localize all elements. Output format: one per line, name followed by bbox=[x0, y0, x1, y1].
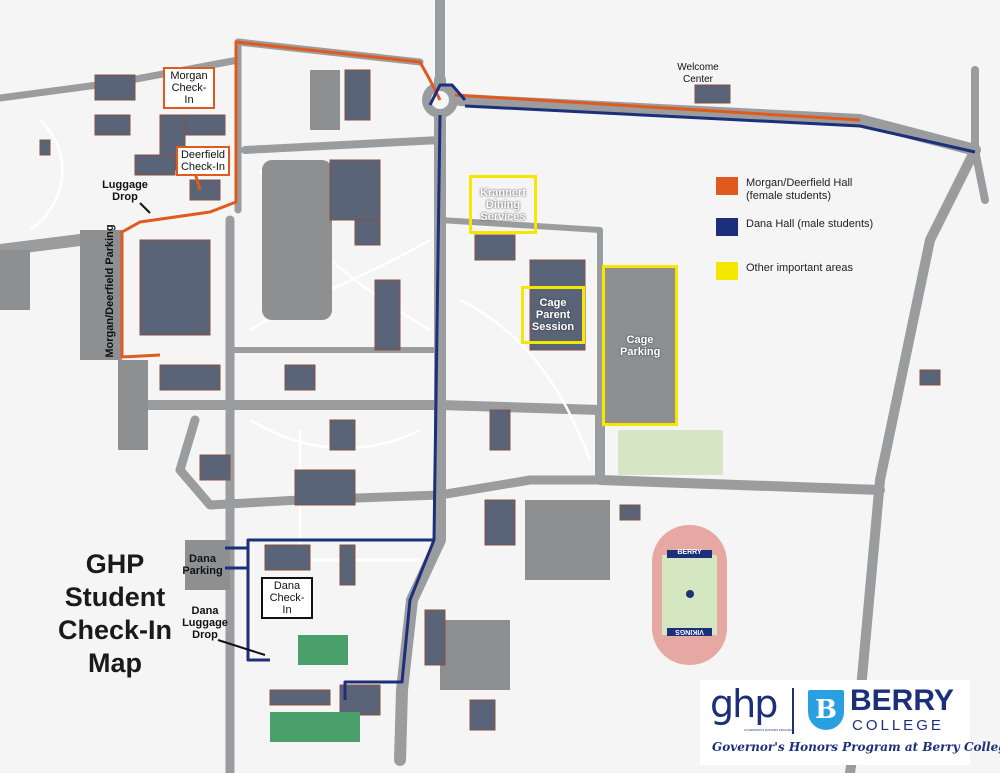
krannert-dining-area: Krannert Dining Services bbox=[469, 175, 537, 234]
dana-parking-label: Dana Parking bbox=[182, 553, 223, 577]
sports-fields bbox=[270, 430, 727, 742]
welcome-center-label: Welcome Center bbox=[677, 62, 719, 85]
title-line: Check-In bbox=[57, 615, 173, 645]
legend-item-dana: Dana Hall (male students) bbox=[716, 218, 873, 236]
berry-shield-icon: B bbox=[808, 690, 844, 730]
buildings bbox=[39, 69, 941, 731]
berry-wordmark: BERRY bbox=[850, 684, 954, 717]
legend-label: Morgan/Deerfield Hall (female students) bbox=[746, 177, 853, 202]
dana-checkin-label: Dana Check-In bbox=[261, 577, 313, 619]
map-title: GHP Student Check-In Map bbox=[50, 548, 180, 680]
krannert-label: Krannert Dining Services bbox=[480, 186, 526, 223]
legend-swatch bbox=[716, 218, 738, 236]
legend-label: Other important areas bbox=[746, 262, 853, 274]
title-line: Map bbox=[88, 648, 142, 678]
field-endzone-bottom: VIKINGS bbox=[675, 628, 704, 635]
logo-divider bbox=[792, 688, 794, 734]
deerfield-checkin-label: Deerfield Check-In bbox=[176, 146, 230, 176]
cage-parent-session-area: Cage Parent Session bbox=[521, 286, 585, 344]
cage-parking-label: Cage Parking bbox=[620, 333, 661, 358]
legend-swatch bbox=[716, 262, 738, 280]
title-line: GHP bbox=[85, 549, 145, 579]
field-endzone-top: BERRY bbox=[677, 549, 702, 556]
dana-luggage-drop-label: Dana Luggage Drop bbox=[182, 605, 228, 641]
ghp-wordmark: ghp bbox=[710, 682, 778, 726]
legend-item-morgan-deerfield: Morgan/Deerfield Hall (female students) bbox=[716, 177, 876, 203]
legend-swatch bbox=[716, 177, 738, 195]
cage-parking-area: Cage Parking bbox=[602, 265, 678, 426]
legend-label: Dana Hall (male students) bbox=[746, 218, 874, 230]
logo-tagline: Governor's Honors Program at Berry Colle… bbox=[712, 740, 1000, 754]
college-wordmark: COLLEGE bbox=[852, 717, 944, 734]
title-line: Student bbox=[64, 582, 166, 612]
ghp-berry-logo: ghp GOVERNOR'S HONORS PROGRAM B BERRY CO… bbox=[700, 680, 1000, 765]
luggage-drop-label: Luggage Drop bbox=[102, 179, 148, 203]
morgan-checkin-label: Morgan Check-In bbox=[163, 67, 215, 109]
morgan-deerfield-parking-label: Morgan/Deerfield Parking bbox=[104, 224, 116, 358]
pointer-lines bbox=[139, 202, 266, 656]
parking-lots bbox=[0, 70, 677, 690]
dana-route bbox=[225, 83, 976, 700]
ghp-subtitle: GOVERNOR'S HONORS PROGRAM bbox=[744, 728, 795, 732]
legend-item-other: Other important areas bbox=[716, 262, 853, 280]
cage-parent-label: Cage Parent Session bbox=[531, 297, 575, 333]
